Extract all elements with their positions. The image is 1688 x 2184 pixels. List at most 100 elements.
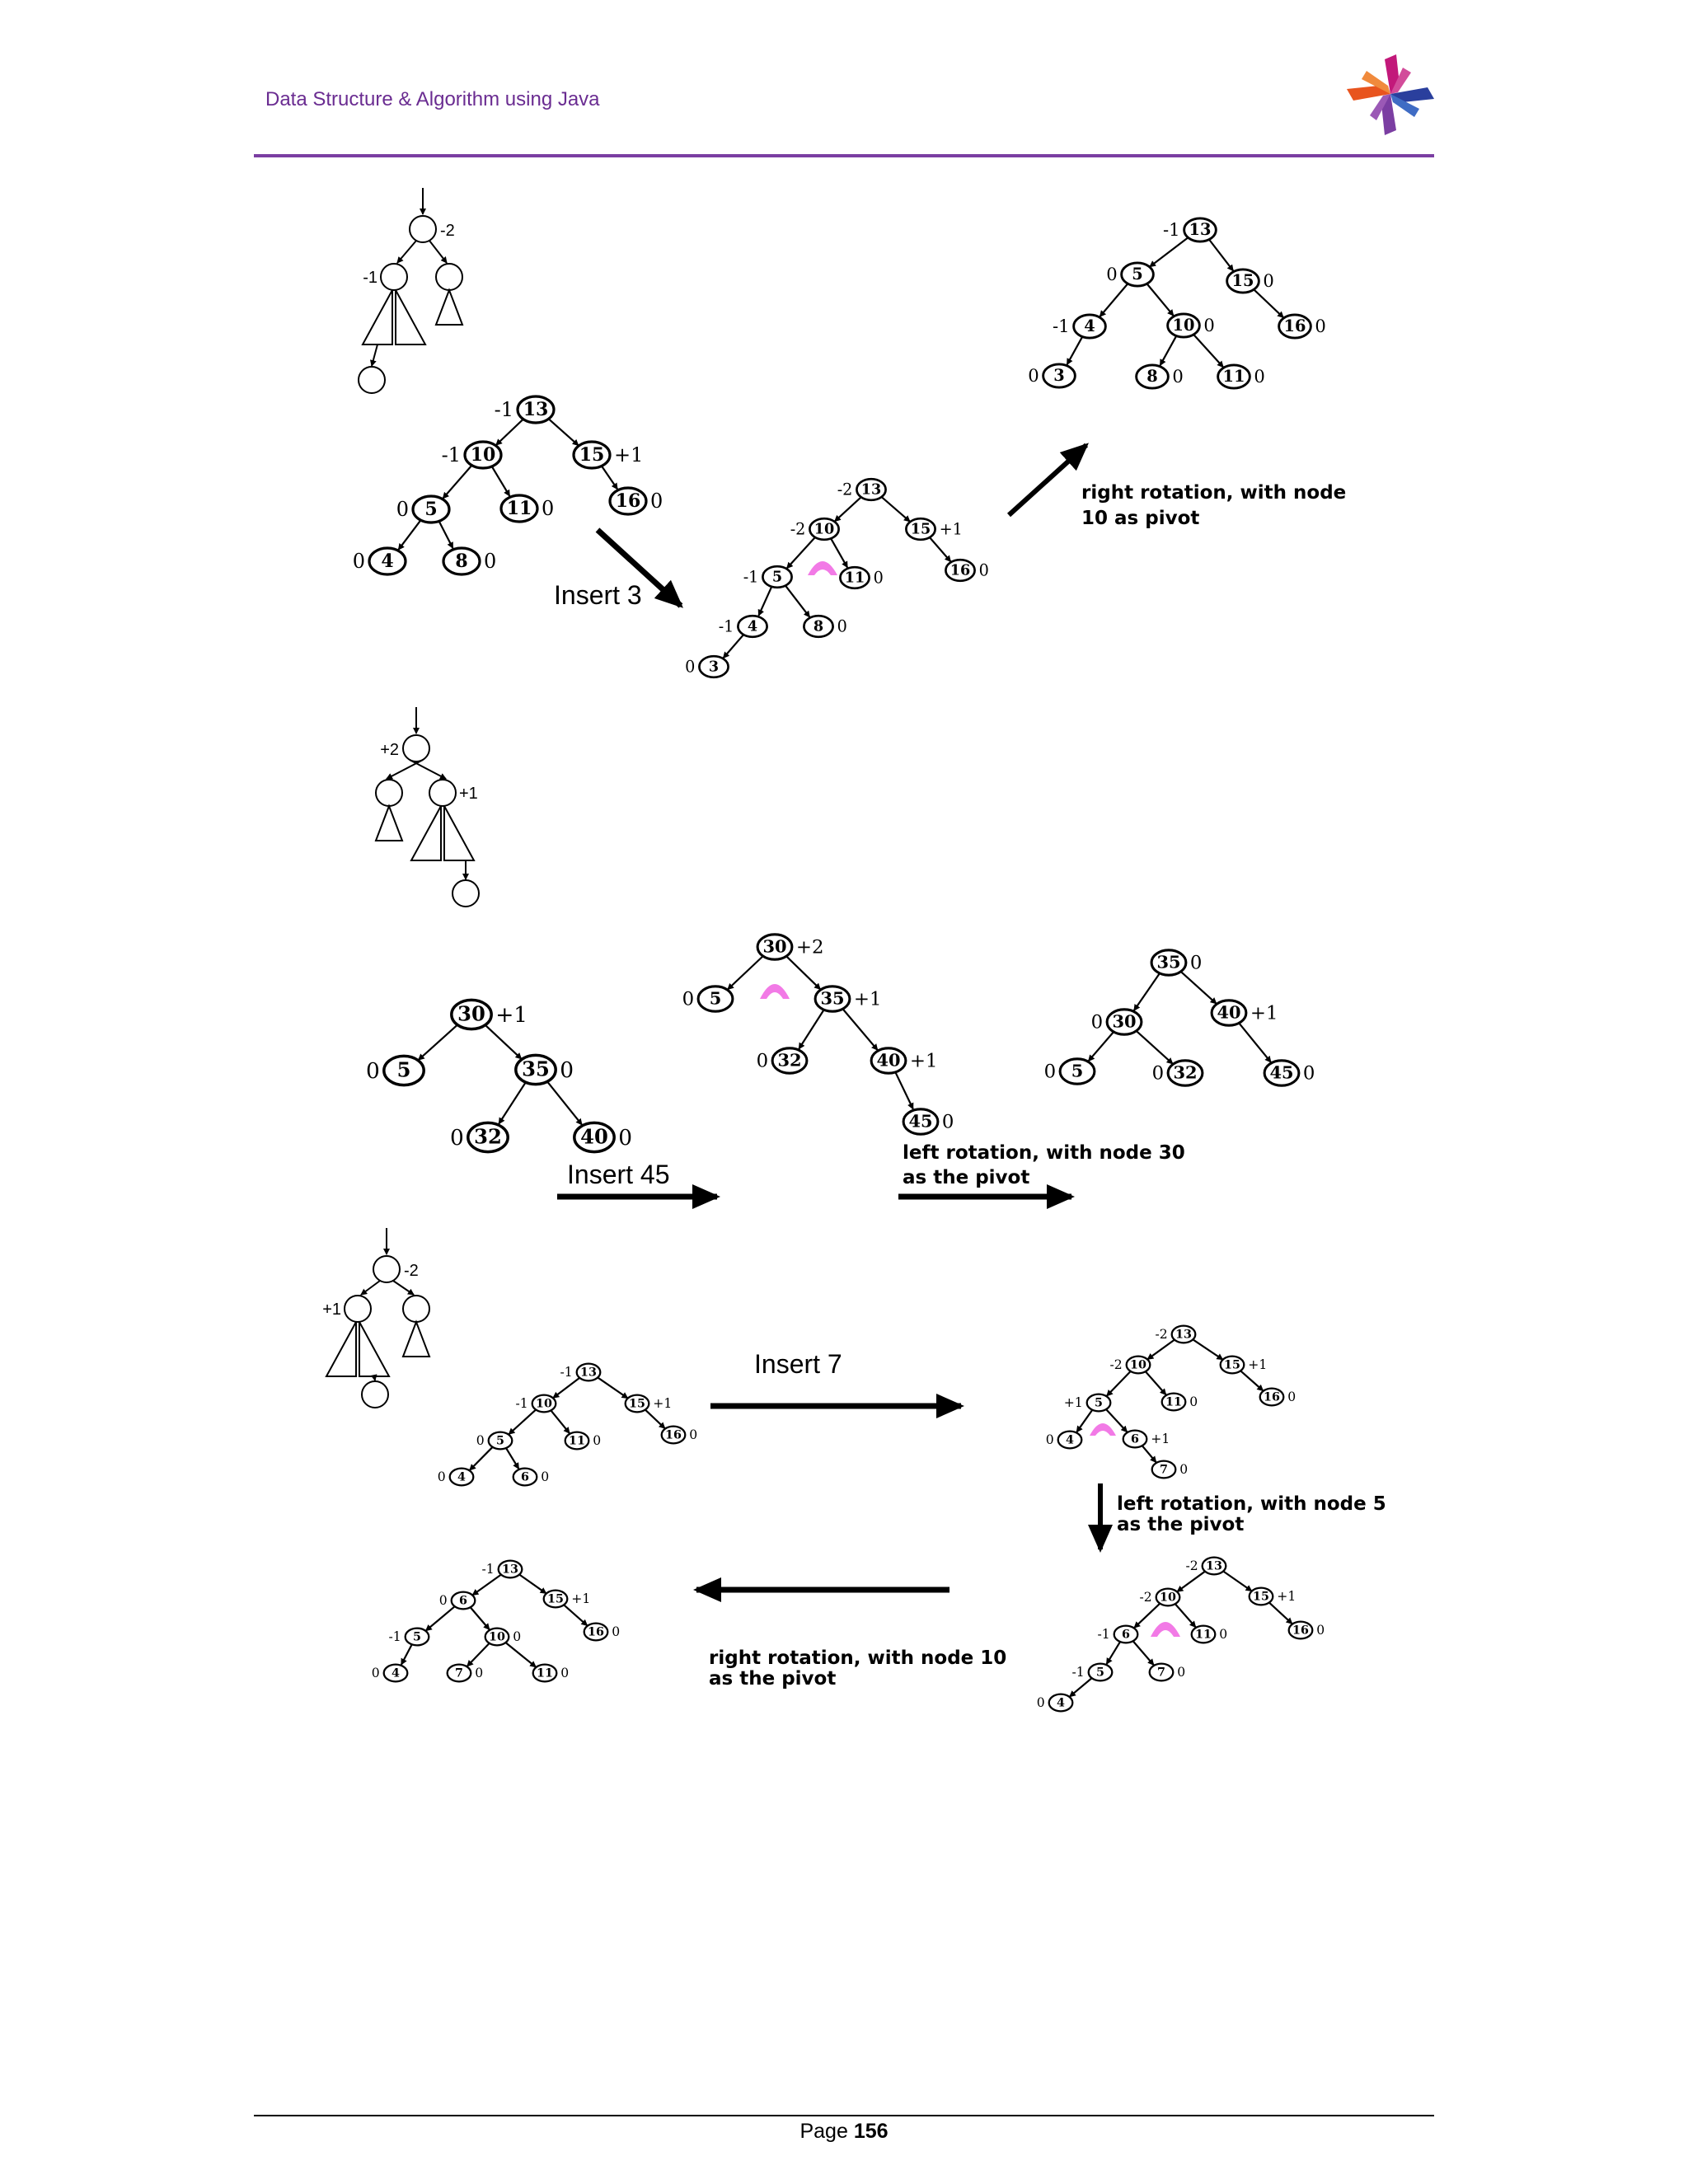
node-oval xyxy=(516,395,556,424)
tree-edge xyxy=(880,495,911,523)
subtree-triangle xyxy=(395,289,427,345)
node-key: 11 xyxy=(1165,1396,1182,1409)
node-oval xyxy=(696,985,734,1013)
label-insert-7: Insert 7 xyxy=(754,1349,842,1379)
node-oval xyxy=(870,1047,907,1075)
node-balance: 0 xyxy=(372,1666,380,1680)
node-balance: 0 xyxy=(476,1433,485,1448)
tree-node: 50 xyxy=(1106,261,1155,288)
sibling-circle xyxy=(375,779,403,807)
node-oval xyxy=(1148,1662,1175,1682)
node-key: 16 xyxy=(1292,1624,1309,1638)
tree-node: 10-1 xyxy=(515,1394,557,1413)
node-key: 13 xyxy=(580,1366,597,1380)
pivot-marker-2 xyxy=(760,984,790,999)
node-oval xyxy=(532,1663,558,1683)
pivot-marker-3 xyxy=(1090,1423,1116,1436)
schem-edge xyxy=(386,759,424,780)
node-balance: 0 xyxy=(682,989,695,1010)
tree-node: 6+1 xyxy=(1122,1429,1170,1449)
tree-edge xyxy=(469,1606,490,1631)
tree-edge xyxy=(894,1072,914,1110)
node-key: 13 xyxy=(1189,220,1212,239)
node-oval xyxy=(448,1467,475,1487)
tree-edge xyxy=(1099,283,1129,317)
node-key: 16 xyxy=(950,562,970,579)
node-oval xyxy=(514,1053,557,1086)
tree-node: 300 xyxy=(1091,1008,1143,1036)
tree-node: 15+1 xyxy=(572,440,643,470)
node-balance: -2 xyxy=(790,519,806,538)
tree-node: 4-1 xyxy=(1053,313,1107,340)
node-oval xyxy=(564,1431,590,1451)
node-oval xyxy=(902,1108,940,1136)
tree-node: 30 xyxy=(685,654,729,679)
node-balance: -1 xyxy=(481,1562,494,1577)
node-key: 35 xyxy=(820,988,844,1009)
node-balance: 0 xyxy=(1037,1695,1045,1710)
node-balance: 0 xyxy=(1219,1627,1227,1642)
node-balance: 0 xyxy=(1287,1390,1296,1404)
tree-edge xyxy=(442,465,473,499)
new-node-arrow xyxy=(370,1374,377,1381)
tree-edge xyxy=(842,1008,879,1051)
root-circle xyxy=(402,734,430,762)
node-key: 32 xyxy=(1173,1062,1197,1083)
node-key: 4 xyxy=(392,1667,400,1680)
node-oval xyxy=(1125,1355,1151,1375)
node-key: 7 xyxy=(1157,1666,1165,1680)
node-key: 11 xyxy=(569,1435,585,1448)
node-balance: 0 xyxy=(366,1058,380,1084)
tree-node: 10-2 xyxy=(790,517,840,541)
tree-node: 320 xyxy=(757,1047,809,1075)
node-key: 40 xyxy=(1217,1002,1240,1023)
node-oval xyxy=(442,546,481,576)
node-key: 5 xyxy=(772,569,782,586)
case-schematics: -2-1+2+1-2+1 xyxy=(322,188,480,1408)
tree-node: 15+1 xyxy=(542,1589,590,1609)
node-oval xyxy=(583,1622,609,1642)
node-balance: 0 xyxy=(353,550,365,573)
node-oval xyxy=(411,494,451,524)
schem-edge xyxy=(396,240,417,264)
node-balance: 0 xyxy=(450,1125,464,1151)
node-key: 7 xyxy=(455,1667,463,1680)
node-balance: 0 xyxy=(475,1666,483,1680)
node-key: 5 xyxy=(1132,265,1142,284)
tree-edge xyxy=(1146,283,1175,316)
root-balance: -2 xyxy=(404,1262,419,1280)
node-balance: 0 xyxy=(560,1057,574,1083)
caption-right-rotation-10-line2: 10 as pivot xyxy=(1081,508,1199,529)
tree-node: 10-1 xyxy=(442,440,503,470)
child-circle xyxy=(344,1295,372,1323)
tree-edge xyxy=(1240,1370,1264,1392)
schematic-rr-case: +2+1 xyxy=(374,707,480,907)
node-key: 10 xyxy=(536,1398,552,1411)
tree-node: 10-2 xyxy=(1139,1587,1181,1607)
node-key: 15 xyxy=(629,1398,645,1411)
node-oval xyxy=(1166,312,1201,339)
node-balance: -1 xyxy=(743,567,759,586)
node-oval xyxy=(542,1589,569,1609)
node-key: 6 xyxy=(521,1471,529,1484)
transition-arrows xyxy=(557,443,1113,1602)
node-oval xyxy=(467,1121,509,1154)
node-balance: -2 xyxy=(1109,1357,1122,1372)
tree-node: 50 xyxy=(682,985,734,1013)
tree-edge xyxy=(644,1408,666,1429)
pivot-marker-1 xyxy=(808,561,837,575)
tree-edge xyxy=(471,1573,502,1596)
